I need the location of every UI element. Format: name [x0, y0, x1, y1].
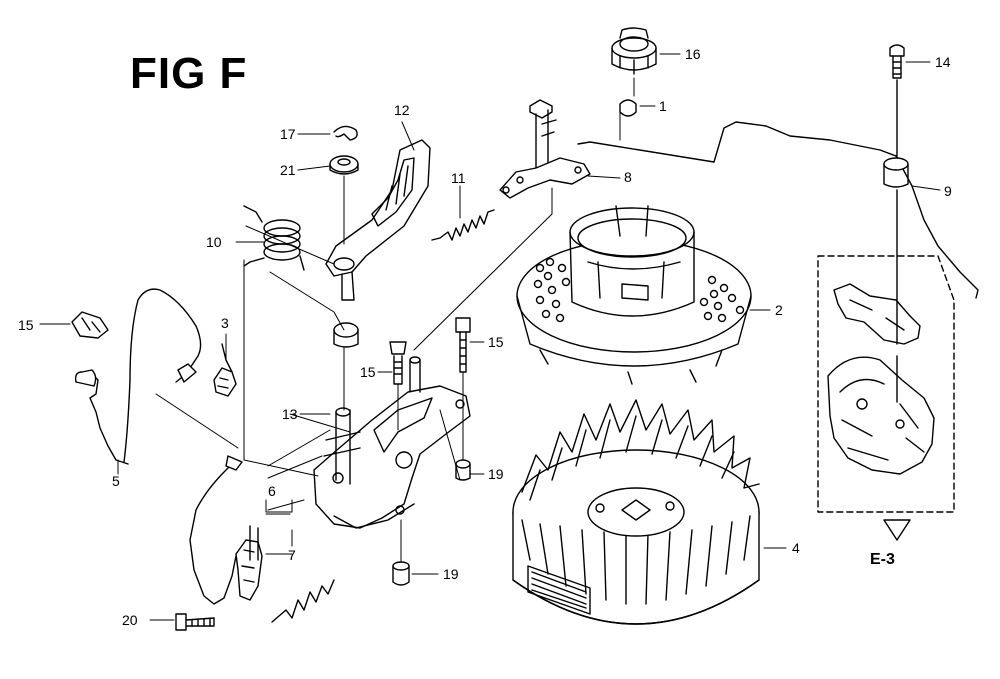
callout-3: 3 [221, 315, 229, 331]
flywheel-key [619, 99, 637, 117]
terminal-17 [71, 311, 109, 339]
figure-title: FIG F [130, 49, 248, 98]
callout-8: 8 [624, 169, 632, 185]
callout-19-upper: 19 [488, 466, 504, 482]
spacer-19-lower [392, 561, 410, 586]
callout-17: 15 [18, 317, 34, 333]
figure-reference-label: E-3 [870, 551, 895, 568]
callout-1: 1 [659, 98, 667, 114]
ignition-wire [74, 288, 202, 465]
callout-13: 13 [282, 406, 298, 422]
return-spring [271, 579, 335, 623]
callout-9: 9 [944, 183, 952, 199]
callout-5: 5 [112, 473, 120, 489]
callout-7: 7 [288, 547, 296, 563]
assembly-lines [155, 77, 635, 563]
washer-21 [329, 155, 359, 175]
governor-spring [243, 205, 305, 271]
callout-11: 11 [451, 170, 466, 186]
rod-collar [883, 157, 909, 188]
callout-19-lower: 19 [443, 566, 459, 582]
bolt-14 [889, 44, 905, 169]
callout-12: 12 [394, 102, 410, 118]
callout-15-left: 15 [360, 364, 376, 380]
fan-cover [516, 205, 752, 385]
stop-switch [235, 525, 263, 601]
flywheel [512, 399, 760, 625]
leader-lines [39, 53, 941, 621]
callout-20: 20 [122, 612, 138, 628]
bolt-15-left [389, 341, 407, 385]
stop-switch-bracket [213, 343, 237, 397]
governor-lever [325, 139, 431, 348]
screw-20 [175, 613, 215, 631]
callout-10: 10 [206, 234, 222, 250]
callout-6: 6 [268, 483, 276, 499]
callout-15-right: 15 [488, 334, 504, 350]
callout-16: 16 [685, 46, 701, 62]
tension-spring [431, 209, 495, 241]
bolt-15-right [455, 317, 471, 373]
clip-18 [333, 125, 358, 141]
callout-18: 17 [280, 126, 296, 142]
governor-bracket [499, 99, 591, 199]
callout-21: 21 [280, 162, 296, 178]
spacer-19-upper [455, 459, 471, 481]
inset-detail [817, 189, 955, 541]
callout-4: 4 [792, 540, 800, 556]
flywheel-nut [611, 27, 657, 75]
callout-14: 14 [935, 54, 951, 70]
stop-wire [189, 455, 245, 605]
governor-base-plate [313, 356, 471, 529]
callout-2: 2 [775, 302, 783, 318]
